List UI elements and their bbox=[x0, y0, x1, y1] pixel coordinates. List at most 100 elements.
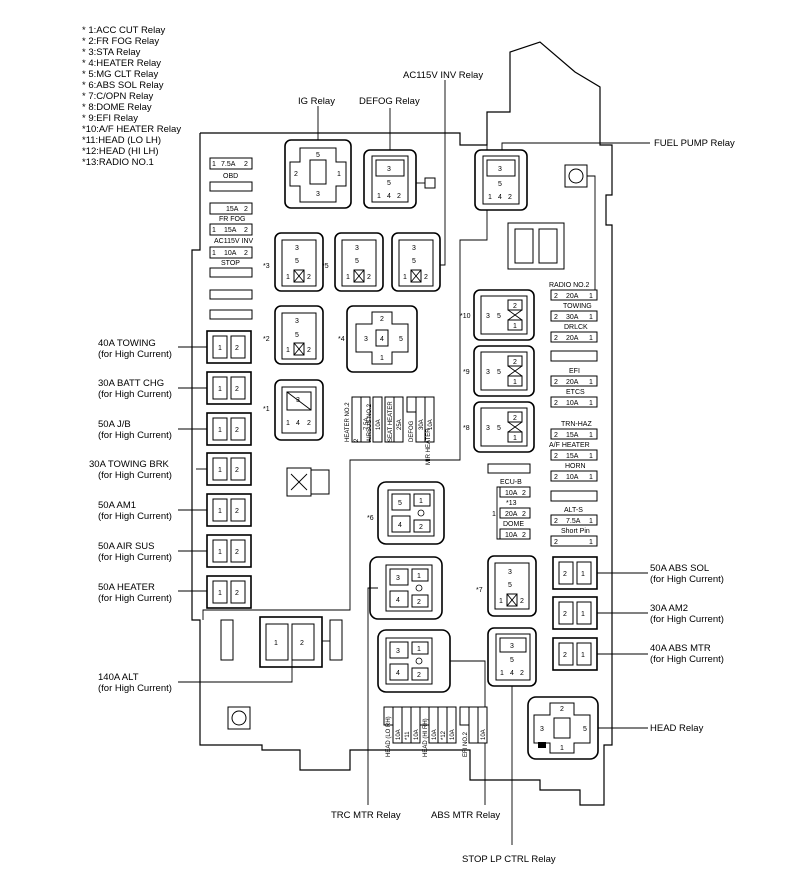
relay-pin: 2 bbox=[294, 171, 298, 178]
fuse-pin: 2 bbox=[554, 518, 558, 525]
fuse-pin: 2 bbox=[235, 508, 239, 515]
ecu-b-fuse-group: ECU-B 10A 2 *13 20A 2 1 DOME 10A 2 bbox=[487, 463, 531, 540]
fuse-rating: 7.5A bbox=[364, 418, 370, 430]
fuse-pin: 2 bbox=[235, 427, 239, 434]
fuse-label: 50A J/B bbox=[98, 419, 131, 430]
relay-7: 3 5 1 2 *7 bbox=[476, 555, 537, 617]
relay-pin: 2 bbox=[417, 599, 421, 606]
relay-mark: *6 bbox=[367, 515, 374, 522]
fuse-name: STOP bbox=[221, 260, 240, 267]
relay-mark: *4 bbox=[338, 336, 345, 343]
relay-pin: 3 bbox=[396, 648, 400, 655]
legend-item: * 4:HEATER Relay bbox=[82, 58, 161, 69]
fuse-pin: 2 bbox=[522, 490, 526, 497]
defog-relay: 3 5 1 4 2 DEFOG Relay bbox=[359, 96, 436, 209]
fuse-pin: 2 bbox=[522, 532, 526, 539]
fuse-rating: 10A bbox=[376, 419, 382, 430]
fuse-pin: 1 bbox=[589, 314, 593, 321]
fuse-name: AIRSUS NO.2 bbox=[367, 403, 373, 442]
spare-fuse-slot bbox=[209, 181, 253, 192]
fuse-pin: 1 bbox=[218, 467, 222, 474]
fuse-name: ECU-B bbox=[500, 479, 522, 486]
legend-item: *12:HEAD (HI LH) bbox=[82, 146, 159, 157]
relay-pin: 5 bbox=[510, 657, 514, 664]
fuse-label: 30A TOWING BRK bbox=[89, 459, 170, 470]
connector-block bbox=[286, 467, 330, 497]
relay-pin: 5 bbox=[295, 332, 299, 339]
relay-pin: 2 bbox=[367, 274, 371, 281]
relay-mark: *5 bbox=[322, 263, 329, 270]
relay-pin: 2 bbox=[513, 359, 517, 366]
relay-pin: 5 bbox=[355, 258, 359, 265]
fuse-pin: 2 bbox=[235, 549, 239, 556]
fuse-label: 30A AM2 bbox=[650, 603, 688, 614]
relay-8: 3 5 2 1 *8 bbox=[463, 401, 535, 453]
relay-pin: 5 bbox=[387, 180, 391, 187]
relay-row-middle: 3 5 1 2 *2 2 3 4 5 1 *4 bbox=[263, 305, 418, 373]
fuse-rating: 10A bbox=[566, 474, 579, 481]
legend-item: * 1:ACC CUT Relay bbox=[82, 25, 165, 36]
legend-item: *11:HEAD (LO LH) bbox=[82, 135, 161, 146]
head-relay-label: HEAD Relay bbox=[650, 723, 704, 734]
short-pin bbox=[550, 535, 598, 547]
fuse-rating: 10A bbox=[450, 729, 456, 740]
relay-pin: 3 bbox=[486, 425, 490, 432]
right-small-fuses: RADIO NO.2 2 20A 1 TOWING 2 30A 1 DRLCK … bbox=[549, 282, 598, 547]
relay-pin: 5 bbox=[497, 425, 501, 432]
fuse-name: ALT-S bbox=[564, 507, 583, 514]
relay-pin: 3 bbox=[412, 245, 416, 252]
fuse-rating: 30A bbox=[566, 314, 579, 321]
relay-pin: 1 bbox=[499, 598, 503, 605]
relay-pin: 4 bbox=[396, 597, 400, 604]
fuse-pin: 2 bbox=[554, 432, 558, 439]
relay-pin: 2 bbox=[380, 316, 384, 323]
head-relay: 2 3 5 1 HEAD Relay bbox=[527, 696, 704, 760]
fuse-note: (for High Current) bbox=[650, 574, 724, 585]
fuse-pin: 1 bbox=[212, 250, 216, 257]
fuse-pin: 2 bbox=[235, 345, 239, 352]
relay-pin: 4 bbox=[498, 194, 502, 201]
fuse-rating: 20A bbox=[505, 511, 518, 518]
fuse-name: HEAD (LO RH) bbox=[386, 716, 392, 757]
relay-pin: 3 bbox=[540, 726, 544, 733]
stop-lp-ctrl-relay: 3 5 1 4 2 STOP LP CTRL Relay bbox=[462, 627, 556, 865]
fuse-ac115v-inv bbox=[209, 223, 253, 236]
stop-lp-ctrl-relay-label: STOP LP CTRL Relay bbox=[462, 854, 556, 865]
relay-pin: 1 bbox=[513, 435, 517, 442]
relay-pin: 3 bbox=[486, 369, 490, 376]
fuse-pin: 2 bbox=[563, 571, 567, 578]
fuse-pin: 2 bbox=[554, 474, 558, 481]
relay-pin: 1 bbox=[286, 420, 290, 427]
relay-pin: 2 bbox=[307, 347, 311, 354]
fuse-rating: 10A bbox=[566, 400, 579, 407]
fuse-pin: 2 bbox=[563, 652, 567, 659]
relay-pin: 5 bbox=[508, 582, 512, 589]
fuse-rating: 10A bbox=[432, 729, 438, 740]
spare-fuse-slot bbox=[209, 309, 253, 320]
fuse-name: DRLCK bbox=[564, 324, 588, 331]
relay-pin: 3 bbox=[355, 245, 359, 252]
relay-pin: 2 bbox=[424, 274, 428, 281]
relay-pin: 1 bbox=[346, 274, 350, 281]
relay-pin: 5 bbox=[295, 258, 299, 265]
relay-pin: 2 bbox=[520, 670, 524, 677]
relay-pin: 4 bbox=[510, 670, 514, 677]
abs-mtr-relay: 3 1 4 2 ABS MTR Relay bbox=[377, 629, 500, 821]
fuse-pin: 1 bbox=[212, 161, 216, 168]
relay-pin: 2 bbox=[307, 274, 311, 281]
fuse-pin: 1 bbox=[218, 590, 222, 597]
legend-item: * 3:STA Relay bbox=[82, 47, 141, 58]
fuse-rating: 25A bbox=[397, 419, 403, 430]
fuse-pin: 1 bbox=[218, 549, 222, 556]
spare-fuse-slot bbox=[209, 267, 253, 278]
spare-fuse-slot bbox=[550, 490, 598, 502]
relay-pin: 1 bbox=[513, 323, 517, 330]
upper-left-fuse-column: 1 7.5A 2 OBD 15A 2 FR FOG 1 15A 2 AC115V… bbox=[209, 157, 253, 320]
fuse-pin: 2 bbox=[563, 611, 567, 618]
legend-item: * 2:FR FOG Relay bbox=[82, 36, 159, 47]
relay-pin: 3 bbox=[498, 166, 502, 173]
fuse-rating: 10A bbox=[224, 250, 237, 257]
fuse-pin: 2 bbox=[554, 335, 558, 342]
trc-mtr-relay-label: TRC MTR Relay bbox=[331, 810, 401, 821]
fuse-rating: 10A bbox=[414, 729, 420, 740]
